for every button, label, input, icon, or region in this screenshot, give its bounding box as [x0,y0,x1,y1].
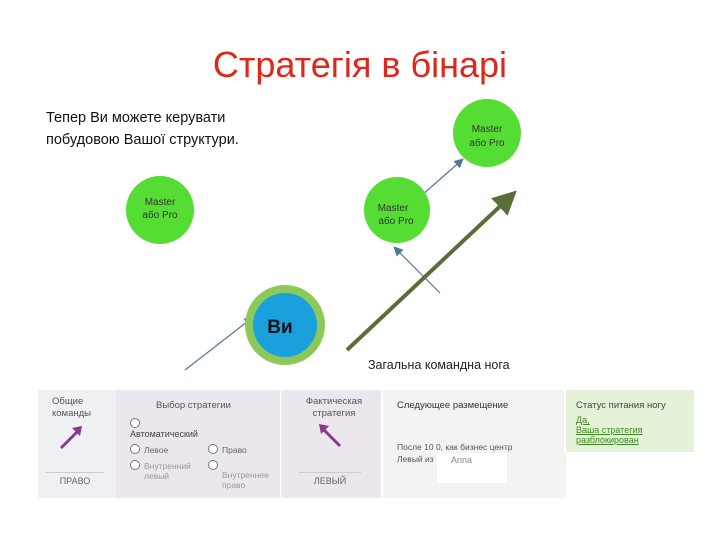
actual-strategy-header: Фактическая стратегия [305,396,363,419]
right-command-button[interactable]: ПРАВО [46,472,104,486]
strategy-choice-header: Выбор стратегии [156,400,231,411]
inner-right-label: Внутреннее право [222,470,269,490]
general-commands-header: Общие команды [52,396,91,419]
node-left-label-2: або Pro [142,209,178,221]
node-mid-label-2: або Pro [378,215,414,227]
arrow-to-mid-node [393,246,441,294]
common-leg-arrow [345,190,517,352]
auto-label: Автоматический [130,429,198,439]
intro-line-2: побудовою Вашої структури. [46,132,239,148]
node-left: Master або Pro [126,176,194,244]
placement-name: Anna [451,455,473,465]
leg-status-line-1: Да, [576,415,590,425]
inner-right-radio[interactable] [208,460,218,470]
right-radio[interactable] [208,444,218,454]
node-top-label-1: Master [472,124,503,135]
intro-text: Тепер Ви можете керувати побудовою Вашої… [46,107,239,151]
intro-line-1: Тепер Ви можете керувати [46,110,226,126]
actual-strategy-column: Фактическая стратегия ЛЕВЫЙ [280,390,381,498]
node-left-label-1: Master [145,197,176,208]
node-you: Ви [245,285,325,365]
node-mid: Master або Pro [364,177,430,243]
left-radio[interactable] [130,444,140,454]
auto-radio[interactable] [130,418,140,428]
left-command-button[interactable]: ЛЕВЫЙ [299,472,361,486]
next-placement-header: Следующее размещение [397,400,509,411]
placement-name-box: Anna [437,453,507,483]
arrow-to-top-node [421,158,464,196]
node-top: Master або Pro [453,99,521,167]
slide-title: Стратегія в бінарі [212,44,508,85]
node-you-label: Ви [267,317,292,338]
inner-left-radio[interactable] [130,460,140,470]
node-mid-label-1: Master [378,203,409,214]
leg-status-line-2: Ваша стратегия [576,425,643,435]
leg-status-header: Статус питания ногу [576,400,666,411]
arrow-up-left-icon [319,424,342,448]
left-label: Левое [144,445,169,455]
general-commands-column: Общие команды ПРАВО [38,390,116,498]
node-top-label-2: або Pro [469,137,505,149]
right-label: Право [222,445,247,455]
strategy-panel: Общие команды ПРАВО Выбор стратегии Авто… [38,390,694,498]
inner-left-label: Внутренний левый [144,461,191,481]
strategy-choice-column: Выбор стратегии Автоматический Левое Пра… [116,390,280,498]
arrow-to-left-node [184,316,254,371]
leg-status-column: Статус питания ногу Да, Ваша стратегия р… [564,390,694,452]
next-placement-line-1: После 10 0, как бизнес центр [397,442,513,452]
leg-status-line-3: разблокирован [576,435,639,445]
common-leg-caption: Загальна командна нога [368,358,510,372]
next-placement-line-2: Левый из [397,454,434,464]
arrow-up-right-icon [59,426,82,450]
